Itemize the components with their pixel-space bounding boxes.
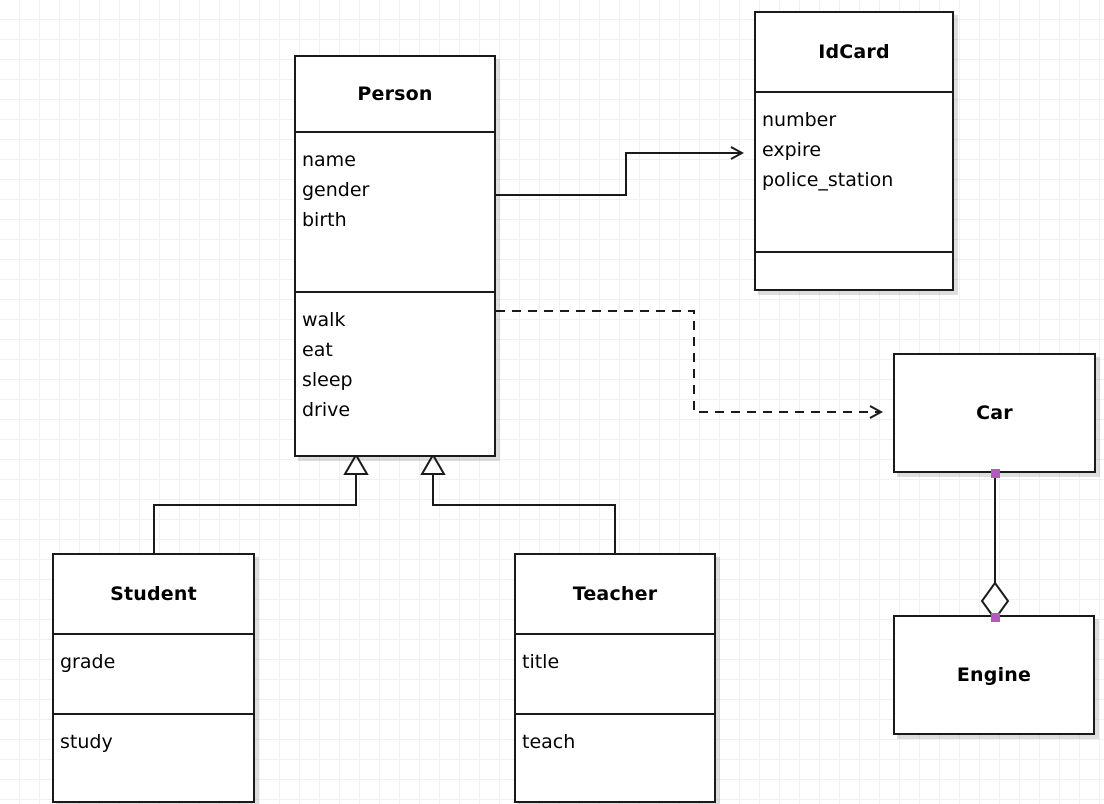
- student-class-name: Student: [110, 582, 197, 605]
- class-box-teacher[interactable]: Teacher title teach: [514, 553, 716, 803]
- idcard-title-compartment: IdCard: [756, 13, 952, 91]
- aggregation-car-engine[interactable]: [980, 471, 1010, 621]
- car-class-name: Car: [976, 401, 1013, 424]
- class-box-car[interactable]: Car: [893, 353, 1096, 473]
- class-box-student[interactable]: Student grade study: [52, 553, 255, 803]
- person-attributes-compartment: name gender birth: [296, 131, 494, 291]
- car-title-compartment: Car: [895, 355, 1094, 471]
- generalization-student-person[interactable]: [153, 453, 369, 553]
- person-title-compartment: Person: [296, 57, 494, 131]
- student-operations-compartment: study: [54, 713, 253, 801]
- person-class-name: Person: [357, 82, 433, 105]
- class-box-engine[interactable]: Engine: [893, 615, 1095, 735]
- teacher-class-name: Teacher: [572, 582, 658, 605]
- person-operation: walk: [302, 309, 346, 331]
- person-attribute: name: [302, 149, 356, 171]
- student-attribute: grade: [60, 651, 116, 673]
- class-box-person[interactable]: Person name gender birth walk eat sleep …: [294, 55, 496, 457]
- idcard-attributes-compartment: number expire police_station: [756, 91, 952, 251]
- idcard-operations-compartment: [756, 251, 952, 289]
- link-handle-car-end[interactable]: [991, 469, 1000, 478]
- person-operation: sleep: [302, 369, 353, 391]
- idcard-attribute: police_station: [762, 169, 894, 191]
- person-operation: drive: [302, 399, 351, 421]
- idcard-class-name: IdCard: [818, 40, 890, 63]
- person-operations-compartment: walk eat sleep drive: [296, 291, 494, 455]
- idcard-attribute: expire: [762, 139, 822, 161]
- person-attribute: birth: [302, 209, 347, 231]
- generalization-teacher-person[interactable]: [420, 453, 616, 553]
- dependency-person-car[interactable]: [496, 310, 881, 412]
- engine-title-compartment: Engine: [895, 617, 1093, 733]
- idcard-attribute: number: [762, 109, 837, 131]
- teacher-operation: teach: [522, 731, 576, 753]
- teacher-attribute: title: [522, 651, 560, 673]
- class-box-idcard[interactable]: IdCard number expire police_station: [754, 11, 954, 291]
- student-title-compartment: Student: [54, 555, 253, 633]
- association-person-idcard[interactable]: [496, 153, 742, 196]
- teacher-title-compartment: Teacher: [516, 555, 714, 633]
- engine-class-name: Engine: [956, 663, 1032, 686]
- student-attributes-compartment: grade: [54, 633, 253, 713]
- person-operation: eat: [302, 339, 333, 361]
- teacher-operations-compartment: teach: [516, 713, 714, 801]
- teacher-attributes-compartment: title: [516, 633, 714, 713]
- link-handle-engine-end[interactable]: [991, 613, 1000, 622]
- student-operation: study: [60, 731, 113, 753]
- person-attribute: gender: [302, 179, 370, 201]
